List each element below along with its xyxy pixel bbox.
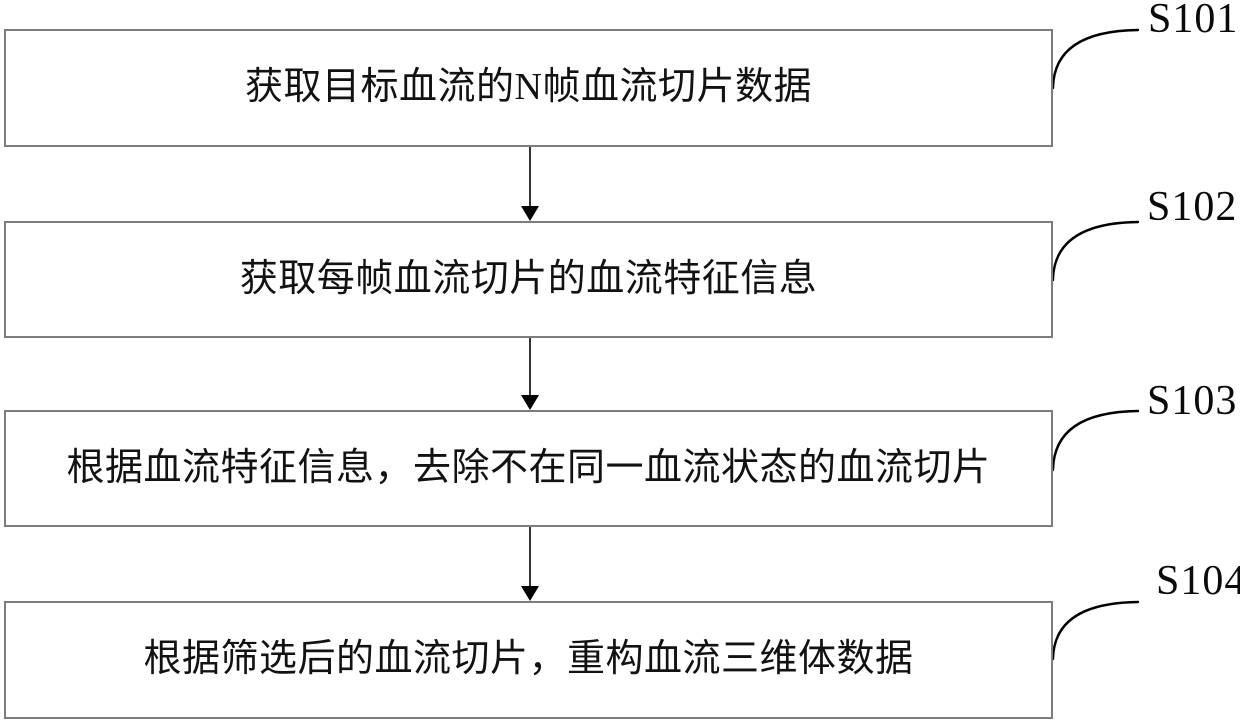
down-arrow-3 <box>521 527 539 601</box>
flow-box-s104-text: 根据筛选后的血流切片，重构血流三维体数据 <box>143 638 914 681</box>
down-arrow-1 <box>521 147 539 221</box>
step-label-s103: S103 <box>1147 378 1238 424</box>
flow-box-s102-text: 获取每帧血流切片的血流特征信息 <box>239 257 818 300</box>
flow-box-s101-text: 获取目标血流的N帧血流切片数据 <box>245 66 812 109</box>
flow-box-s101: 获取目标血流的N帧血流切片数据 <box>4 29 1053 147</box>
down-arrow-2 <box>521 338 539 410</box>
flow-box-s104: 根据筛选后的血流切片，重构血流三维体数据 <box>4 601 1053 719</box>
flow-box-s103: 根据血流特征信息，去除不在同一血流状态的血流切片 <box>4 410 1053 527</box>
step-leader-curve-2 <box>1051 220 1140 282</box>
step-label-s102: S102 <box>1147 184 1238 230</box>
flow-box-s102: 获取每帧血流切片的血流特征信息 <box>4 221 1053 338</box>
step-leader-curve-4 <box>1051 600 1140 661</box>
step-label-s101: S101 <box>1148 0 1239 42</box>
step-leader-curve-1 <box>1051 28 1140 90</box>
step-label-s104: S104 <box>1156 558 1240 604</box>
step-leader-curve-3 <box>1051 409 1140 472</box>
flow-box-s103-text: 根据血流特征信息，去除不在同一血流状态的血流切片 <box>66 446 991 489</box>
